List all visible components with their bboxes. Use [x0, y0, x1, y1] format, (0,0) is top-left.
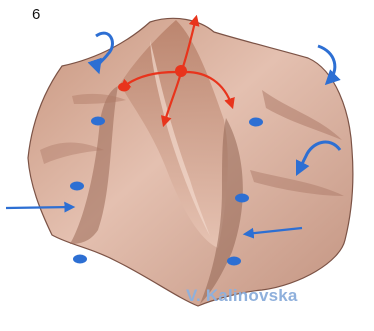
blue-marker	[249, 118, 263, 127]
blue-arrow-left-in	[6, 207, 72, 208]
blue-marker	[235, 194, 249, 203]
blue-marker	[73, 255, 87, 264]
author-credit: V. Kalinovska	[186, 286, 298, 306]
blue-marker	[70, 182, 84, 191]
red-left-dot	[118, 83, 130, 92]
step-number: 6	[32, 6, 40, 23]
blue-marker	[91, 117, 105, 126]
blue-marker	[227, 257, 241, 266]
red-center-dot	[175, 65, 187, 77]
